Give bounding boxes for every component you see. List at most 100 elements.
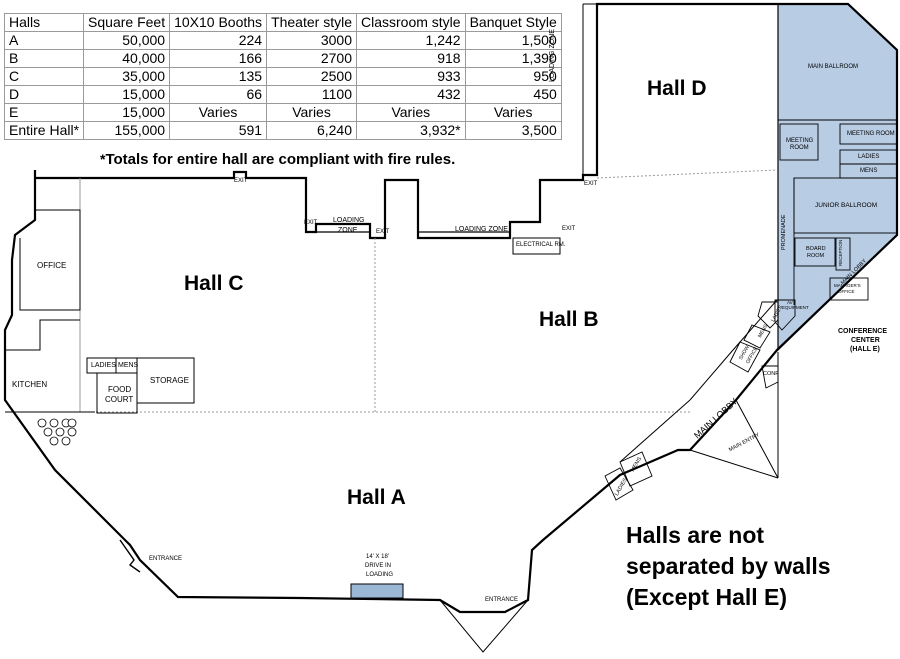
bottom-entrance-triangle (439, 599, 529, 653)
table-cell: 224 (169, 31, 268, 50)
conference-center-label-2: CENTER (851, 337, 880, 344)
mens-e-label: MENS (860, 168, 878, 174)
exit-right-label: EXIT (562, 226, 576, 232)
table-cell: 50,000 (83, 31, 171, 50)
table-cell: 591 (169, 121, 268, 140)
entrance-bottom-label: ENTRANCE (485, 597, 519, 603)
board-room-label-1: BOARD (806, 246, 826, 252)
av-equipment-label-1: AV (787, 300, 793, 305)
col-header: Theater style (266, 13, 357, 32)
walls-note-line3: (Except Hall E) (626, 584, 788, 610)
table-cell: 166 (169, 49, 268, 68)
conference-center-label-3: (HALL E) (850, 346, 880, 353)
drive-in-label-1: 14' X 18' (366, 554, 389, 560)
table-cell: Entire Hall* (3, 121, 85, 140)
table-cell: 2500 (266, 67, 357, 86)
table-cell: 15,000 (83, 103, 171, 122)
table-cell: Varies (464, 103, 562, 122)
meeting-room-b-label: MEETING ROOM (847, 131, 895, 137)
table-cell: 432 (356, 85, 466, 104)
electrical-room-label: ELECTRICAL RM. (516, 242, 566, 248)
table-cell: Varies (356, 103, 466, 122)
drive-in-loading-dock (350, 583, 404, 599)
table-cell: C (3, 67, 85, 86)
conference-center-label-1: CONFERENCE (838, 328, 888, 335)
table-cell: 155,000 (83, 121, 171, 140)
exit-top-label: EXIT (234, 178, 248, 184)
table-cell: 1,242 (356, 31, 466, 50)
table-cell: 1,390 (464, 49, 562, 68)
drive-in-label-3: LOADING (366, 572, 394, 578)
table-row: D 15,000 66 1100 432 450 (3, 85, 562, 104)
outer-wall (3, 2, 899, 614)
table-cell: 3,500 (464, 121, 562, 140)
hall-a-label: Hall A (347, 486, 406, 509)
table-cell: 450 (464, 85, 562, 104)
table-footnote: *Totals for entire hall are compliant wi… (100, 151, 455, 168)
footnote-text: Totals for entire hall are compliant wit… (105, 151, 456, 168)
hall-c-label: Hall C (184, 272, 244, 295)
table-cell: 933 (356, 67, 466, 86)
table-cell: A (3, 31, 85, 50)
table-cell: Varies (169, 103, 268, 122)
electrical-room-box (512, 237, 561, 255)
hall-e-rooms (778, 119, 898, 305)
walls-note: Halls are not separated by walls (Except… (626, 520, 831, 613)
exit-d-label: EXIT (584, 181, 598, 187)
food-court-label-1: FOOD (108, 385, 132, 394)
storage-box (136, 357, 195, 404)
table-cell: 3000 (266, 31, 357, 50)
reception-label: RECEPTION (838, 239, 843, 266)
col-header: Classroom style (356, 13, 466, 32)
drive-in-label-2: DRIVE IN (365, 563, 392, 569)
lobby-rooms (604, 299, 796, 501)
av-equipment-label-2: EQUIPMENT (782, 305, 809, 310)
ladies-c-label: LADIES (91, 362, 116, 369)
table-cell: D (3, 85, 85, 104)
table-cell: B (3, 49, 85, 68)
walls-note-line2: separated by walls (626, 553, 831, 579)
table-row: B 40,000 166 2700 918 1,390 (3, 49, 562, 68)
walls-note-line1: Halls are not (626, 522, 765, 548)
table-cell: 1,500 (464, 31, 562, 50)
hall-capacity-table: Halls Square Feet 10X10 Booths Theater s… (3, 13, 562, 140)
table-cell: 918 (356, 49, 466, 68)
table-cell: E (3, 103, 85, 122)
footnote-mark: * (100, 151, 106, 167)
loading-zone-d-label: LOADING ZONE (549, 29, 556, 82)
col-header: Halls (3, 13, 85, 32)
promenade-label: PROMENADE (781, 214, 787, 250)
storage-label: STORAGE (150, 376, 189, 385)
junior-ballroom-label: JUNIOR BALLROOM (815, 202, 878, 209)
col-header: Banquet Style (464, 13, 562, 32)
office-wall (19, 209, 81, 311)
kitchen-label: KITCHEN (12, 380, 48, 389)
food-court-label-2: COURT (105, 395, 134, 404)
loading-zone-c-label-1: LOADING (333, 217, 365, 224)
lobby-walls (619, 299, 779, 479)
table-cell: 135 (169, 67, 268, 86)
hall-d-boundary (596, 169, 778, 179)
table-row: A 50,000 224 3000 1,242 1,500 (3, 31, 562, 50)
office-label: OFFICE (37, 261, 67, 270)
managers-office-label-1: MANAGER'S (834, 283, 861, 288)
meeting-room-label-2: ROOM (790, 145, 809, 151)
col-header: 10X10 Booths (169, 13, 268, 32)
table-cell: Varies (266, 103, 357, 122)
loading-zone-c-label-2: ZONE (338, 227, 358, 234)
conf-label: CONF (763, 371, 779, 377)
hall-e-area (777, 3, 898, 352)
table-circles (37, 418, 77, 446)
table-cell: 6,240 (266, 121, 357, 140)
table-cell: 950 (464, 67, 562, 86)
mens-c-label: MENS (118, 362, 139, 369)
table-row: Entire Hall* 155,000 591 6,240 3,932* 3,… (3, 121, 562, 140)
meeting-room-label-1: MEETING (786, 138, 814, 144)
table-row: E 15,000 Varies Varies Varies Varies (3, 103, 562, 122)
exit-mid-label: EXIT (376, 229, 390, 235)
table-cell: 3,932* (356, 121, 466, 140)
exit-left-label: EXIT (304, 220, 318, 226)
loading-zone-b-label: LOADING ZONE (455, 226, 508, 233)
board-room-label-2: ROOM (807, 253, 825, 259)
